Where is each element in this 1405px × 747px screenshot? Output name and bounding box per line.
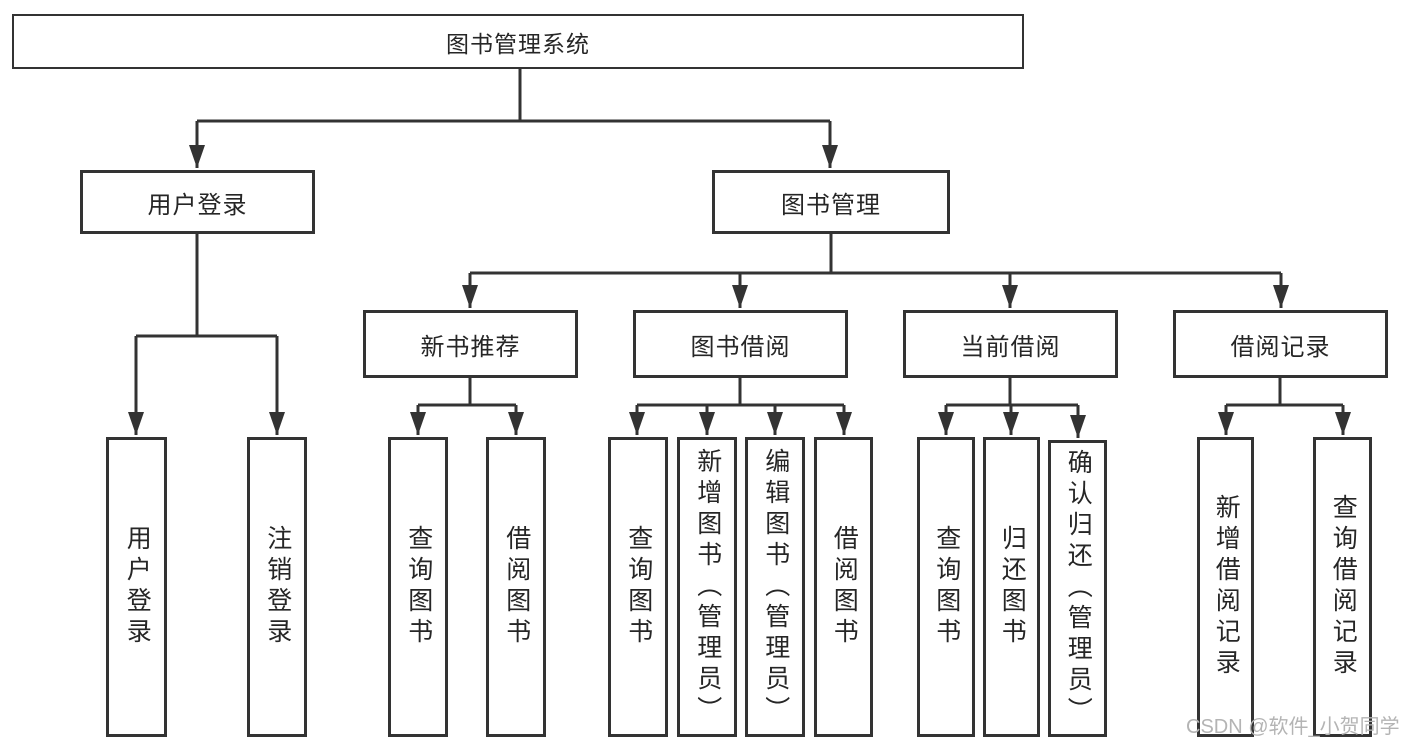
leaf-label: 新增图书（管理员） [693,447,722,727]
node-book-management: 图书管理 [712,170,950,234]
node-label: 当前借阅 [960,333,1061,361]
leaf-borrow-borrow-books: 借阅图书 [814,437,873,737]
leaf-label: 借阅图书 [830,525,859,649]
node-label: 借阅记录 [1230,333,1331,361]
leaf-records-query-record: 查询借阅记录 [1313,437,1372,737]
leaf-label: 借阅图书 [502,525,531,649]
leaf-user-login: 用户登录 [106,437,167,737]
leaf-borrow-edit-books-admin: 编辑图书（管理员） [745,437,805,737]
leaf-label: 注销登录 [263,525,292,649]
leaf-logout-login: 注销登录 [247,437,307,737]
leaf-label: 查询图书 [624,525,653,649]
leaf-label: 用户登录 [123,525,152,649]
node-book-borrow: 图书借阅 [633,310,848,378]
node-label: 图书管理系统 [446,30,590,57]
leaf-borrow-query-books: 查询图书 [608,437,668,737]
leaf-newbook-borrow-books: 借阅图书 [486,437,546,737]
leaf-borrow-add-books-admin: 新增图书（管理员） [677,437,737,737]
node-label: 用户登录 [147,191,248,219]
node-label: 图书管理 [781,191,881,219]
leaf-current-query-books: 查询图书 [917,437,975,737]
leaf-label: 查询图书 [932,525,961,649]
node-library-management-system: 图书管理系统 [12,14,1024,69]
node-new-book-recommend: 新书推荐 [363,310,578,378]
leaf-current-return-books: 归还图书 [983,437,1040,737]
leaf-newbook-query-books: 查询图书 [388,437,448,737]
node-label: 图书借阅 [690,333,791,361]
leaf-label: 归还图书 [998,525,1027,649]
watermark: CSDN @软件_小贺同学 [1186,716,1400,738]
leaf-label: 查询借阅记录 [1329,494,1358,680]
leaf-label: 编辑图书（管理员） [761,447,790,727]
leaf-records-add-record: 新增借阅记录 [1197,437,1254,737]
node-label: 新书推荐 [420,333,521,361]
leaf-current-confirm-return-admin: 确认归还（管理员） [1048,440,1107,737]
leaf-label: 确认归还（管理员） [1064,449,1093,728]
node-borrow-records: 借阅记录 [1173,310,1388,378]
leaf-label: 新增借阅记录 [1212,494,1241,680]
node-current-borrow: 当前借阅 [903,310,1118,378]
node-user-login: 用户登录 [80,170,315,234]
leaf-label: 查询图书 [404,525,433,649]
